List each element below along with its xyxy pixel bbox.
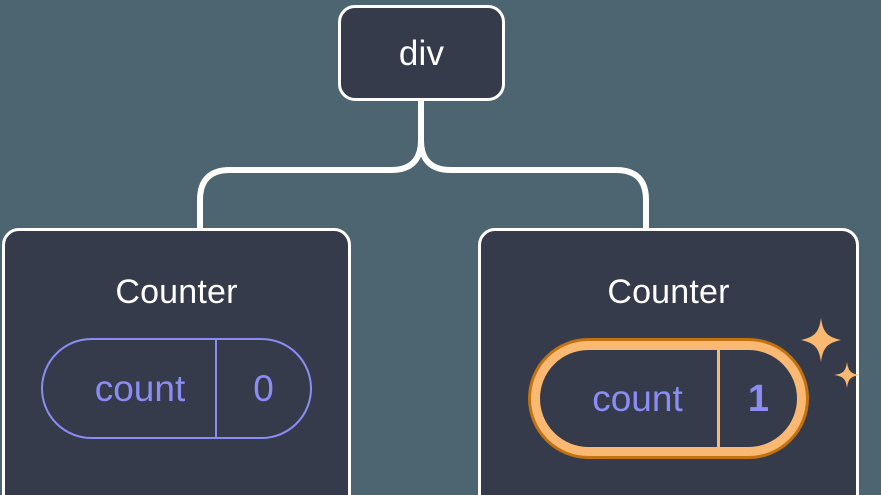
sparkle-large-icon [801,318,841,362]
state-pill[interactable]: count 0 [41,338,312,439]
node-root-label: div [398,33,445,73]
node-root-div[interactable]: div [338,5,505,101]
sparkle-small-icon [834,362,860,388]
state-key-cell: count [540,350,717,447]
state-value-label: 1 [747,377,770,420]
state-pill-wrapper-highlighted: count 1 [481,318,860,459]
state-key-label: count [94,368,186,409]
state-key-cell: count [43,340,215,437]
state-key-label: count [592,378,683,419]
highlight-ring-outer [528,338,809,459]
node-title: Counter [607,273,730,311]
state-pill-wrapper: count 0 [5,338,348,439]
state-value-cell: 1 [717,350,797,447]
node-counter-left[interactable]: Counter count 0 [2,228,351,495]
state-pill-content: count 1 [540,350,797,447]
state-value-cell: 0 [215,340,310,437]
node-counter-right[interactable]: Counter count 1 [478,228,860,495]
node-title: Counter [115,273,238,311]
state-pill-highlighted[interactable]: count 1 [528,318,860,459]
state-value-label: 0 [253,368,274,409]
highlight-ring-inner [531,341,806,456]
